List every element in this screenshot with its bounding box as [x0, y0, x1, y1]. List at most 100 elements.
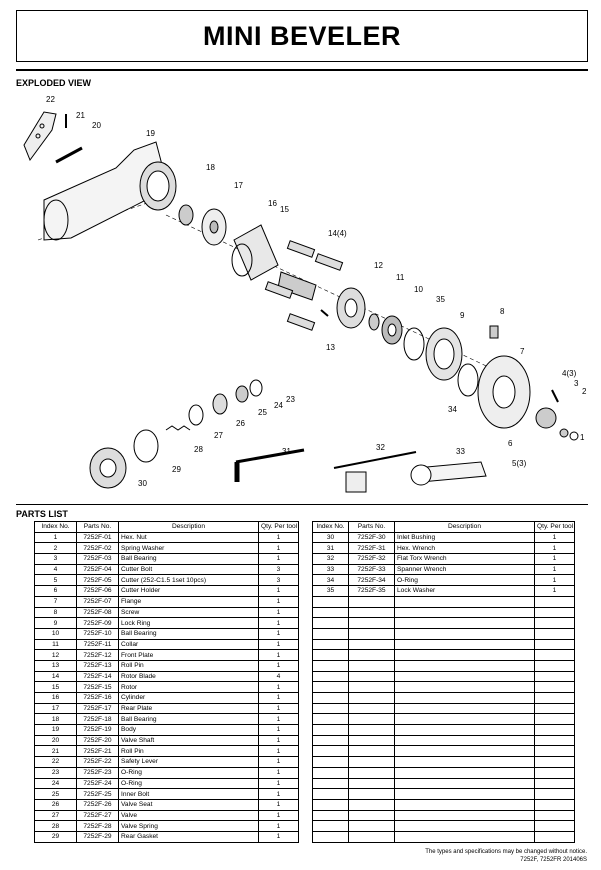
qty-cell: 1: [258, 659, 299, 672]
qty-cell: 1: [258, 766, 299, 779]
index-cell: 10: [34, 627, 77, 640]
index-cell: 33: [312, 563, 349, 576]
part-number-cell: 7252F-23: [76, 766, 119, 779]
description-cell: Front Plate: [118, 649, 259, 661]
index-cell: 16: [34, 692, 77, 704]
callout: 16: [268, 199, 277, 208]
part-number-cell: [348, 798, 395, 811]
part-number-cell: 7252F-20: [76, 734, 119, 747]
index-cell: [312, 638, 349, 651]
part-number-cell: 7252F-15: [76, 681, 119, 693]
index-cell: 2: [34, 542, 77, 555]
qty-cell: 1: [258, 606, 299, 619]
description-cell: Valve Spring: [118, 820, 259, 832]
qty-cell: [534, 766, 575, 779]
index-cell: 11: [34, 638, 77, 651]
part-number-cell: 7252F-02: [76, 542, 119, 555]
description-cell: Hex. Nut: [118, 531, 259, 544]
callout: 1: [580, 433, 585, 442]
index-cell: 29: [34, 830, 77, 843]
callout: 25: [258, 408, 267, 417]
description-cell: Rotor: [118, 681, 259, 693]
description-cell: Flange: [118, 595, 259, 608]
part-number-cell: [348, 820, 395, 832]
part-number-cell: 7252F-16: [76, 692, 119, 704]
index-cell: [312, 681, 349, 693]
notice-line2: 7252F, 7252FR 201406S: [520, 857, 587, 863]
description-cell: O-Ring: [118, 766, 259, 779]
part-number-cell: [348, 627, 395, 640]
part-number-cell: [348, 756, 395, 768]
description-cell: [394, 617, 535, 629]
description-cell: Ball Bearing: [118, 553, 259, 565]
description-cell: Inlet Bushing: [394, 531, 535, 544]
qty-cell: [534, 659, 575, 672]
index-cell: 1: [34, 531, 77, 544]
part-number-cell: [348, 692, 395, 704]
part-number-cell: 7252F-10: [76, 627, 119, 640]
part-number-cell: 7252F-21: [76, 745, 119, 758]
qty-cell: 1: [258, 638, 299, 651]
description-cell: Cutter (252-C1.5 1set 10pcs): [118, 574, 259, 587]
part-number-cell: 7252F-30: [348, 531, 395, 544]
qty-cell: [534, 724, 575, 736]
index-cell: [312, 820, 349, 832]
col-index: Index No.: [34, 521, 77, 533]
callout: 27: [214, 431, 223, 440]
qty-cell: [534, 713, 575, 726]
callout: 9: [460, 311, 465, 320]
index-cell: [312, 830, 349, 843]
part-number-cell: [348, 702, 395, 715]
description-cell: Cutter Bolt: [118, 563, 259, 576]
index-cell: [312, 659, 349, 672]
callout: 22: [46, 95, 55, 104]
part-number-cell: [348, 724, 395, 736]
description-cell: Inner Bolt: [118, 788, 259, 800]
qty-cell: 1: [258, 734, 299, 747]
index-cell: 15: [34, 681, 77, 693]
qty-cell: 4: [258, 670, 299, 683]
description-cell: Hex. Wrench: [394, 542, 535, 555]
description-cell: [394, 766, 535, 779]
part-number-cell: 7252F-05: [76, 574, 119, 587]
table-row: [312, 595, 575, 608]
part-number-cell: [348, 649, 395, 661]
part-number-cell: [348, 606, 395, 619]
qty-cell: [534, 638, 575, 651]
index-cell: 25: [34, 788, 77, 800]
table-row: [312, 788, 575, 800]
part-number-cell: 7252F-01: [76, 531, 119, 544]
table-header: Index No. Parts No. Description Qty. Per…: [34, 521, 299, 533]
notice-line1: The types and specifications may be chan…: [425, 849, 587, 855]
part-number-cell: [348, 788, 395, 800]
description-cell: Cylinder: [118, 692, 259, 704]
index-cell: 4: [34, 563, 77, 576]
index-cell: [312, 627, 349, 640]
qty-cell: [534, 777, 575, 790]
qty-cell: 1: [258, 809, 299, 822]
table-row: [312, 659, 575, 672]
qty-cell: 1: [258, 745, 299, 758]
table-row: [312, 617, 575, 629]
part-number-cell: [348, 713, 395, 726]
description-cell: Ball Bearing: [118, 627, 259, 640]
part-number-cell: 7252F-13: [76, 659, 119, 672]
description-cell: Rear Gasket: [118, 830, 259, 843]
callout: 21: [76, 111, 85, 120]
part-number-cell: 7252F-32: [348, 553, 395, 565]
description-cell: [394, 702, 535, 715]
part-number-cell: 7252F-11: [76, 638, 119, 651]
part-number-cell: [348, 670, 395, 683]
index-cell: 21: [34, 745, 77, 758]
callout: 8: [500, 307, 505, 316]
